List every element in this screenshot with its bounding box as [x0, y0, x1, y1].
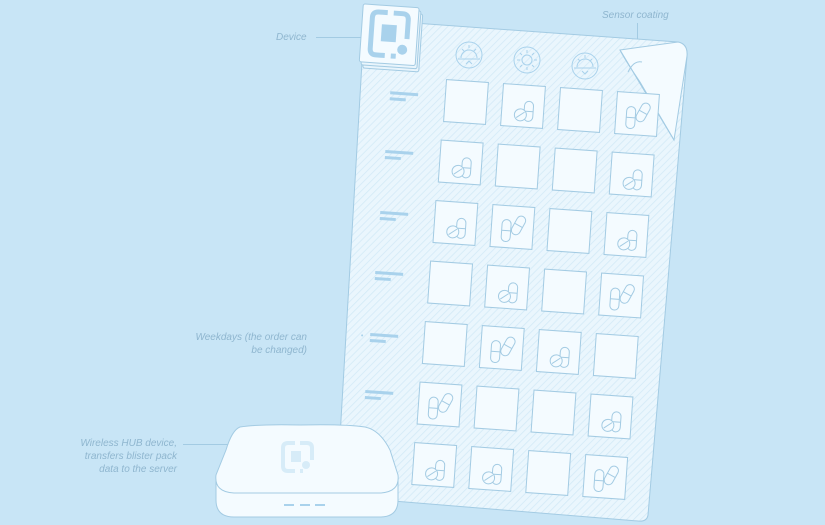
- weekdays-label-line1: Weekdays (the order can: [195, 332, 307, 343]
- weekday-marker: [379, 210, 409, 222]
- pill-icon: [427, 396, 439, 420]
- hub-label-line3: data to the server: [99, 464, 177, 475]
- pill-icon: [500, 336, 516, 357]
- pill-icon: [609, 287, 621, 311]
- device-label: Device: [276, 32, 307, 43]
- blister-cell: [587, 393, 634, 440]
- blister-cell: [500, 83, 546, 129]
- blister-cell: [443, 79, 489, 125]
- weekday-marker: [374, 270, 404, 282]
- hub-label: Wireless HUB device, transfers blister p…: [60, 437, 177, 476]
- hub-logo-icon: [281, 441, 314, 473]
- pill-icon: [603, 465, 619, 486]
- blister-cell: [484, 264, 531, 311]
- blister-cell: [541, 268, 588, 315]
- device-logo-icon: [367, 9, 411, 59]
- weekday-marker: [389, 91, 419, 102]
- blister-cell: [614, 91, 660, 137]
- hub-leader-line: [183, 444, 235, 445]
- device: [358, 3, 424, 73]
- hub-label-line2: transfers blister pack: [84, 451, 177, 462]
- blister-cell: [608, 151, 655, 198]
- pill-icon: [490, 340, 501, 364]
- blister-cell: [535, 329, 582, 375]
- pill-icon: [625, 106, 637, 130]
- blister-cell: [432, 200, 479, 246]
- weekdays-label-line2: be changed): [251, 345, 307, 356]
- blister-cell: [489, 204, 536, 250]
- blister-cell: [494, 143, 541, 190]
- pill-icon: [635, 102, 651, 123]
- pill-icon: [437, 393, 454, 413]
- blister-grid: [411, 79, 660, 500]
- sunset-icon: [571, 52, 599, 80]
- weekdays-label: Weekdays (the order can be changed): [190, 331, 307, 357]
- weekday-markers: [361, 91, 419, 401]
- blister-cell: [478, 325, 525, 371]
- blister-cell: [437, 139, 484, 186]
- sun-icon: [513, 46, 541, 74]
- blister-cell: [525, 450, 572, 496]
- blister-cell: [582, 454, 629, 500]
- pill-icon: [510, 215, 527, 236]
- wireless-hub-device: [215, 424, 399, 518]
- blister-cell: [416, 381, 463, 428]
- blister-cell: [411, 442, 458, 488]
- blister-cell: [468, 446, 515, 492]
- weekday-marker: [364, 389, 394, 401]
- blister-cell: [473, 385, 520, 432]
- blister-cell: [603, 212, 650, 258]
- weekday-marker: [361, 332, 399, 344]
- hub-status-lights: [284, 504, 325, 506]
- blister-cell: [530, 389, 577, 436]
- device-leader-line: [316, 37, 362, 38]
- hub-label-line1: Wireless HUB device,: [80, 438, 177, 449]
- blister-cell: [592, 333, 639, 379]
- weekday-marker: [384, 149, 414, 161]
- blister-cell: [557, 87, 603, 133]
- blister-cell: [598, 272, 645, 319]
- pill-icon: [593, 469, 605, 493]
- pill-icon: [619, 284, 635, 304]
- blister-cell: [551, 147, 598, 194]
- blister-cell: [427, 260, 474, 307]
- blister-cell: [546, 208, 593, 254]
- pill-icon: [500, 219, 512, 243]
- sunrise-icon: [455, 41, 483, 69]
- blister-cell: [421, 321, 468, 367]
- sensor-coating-label: Sensor coating: [602, 10, 669, 21]
